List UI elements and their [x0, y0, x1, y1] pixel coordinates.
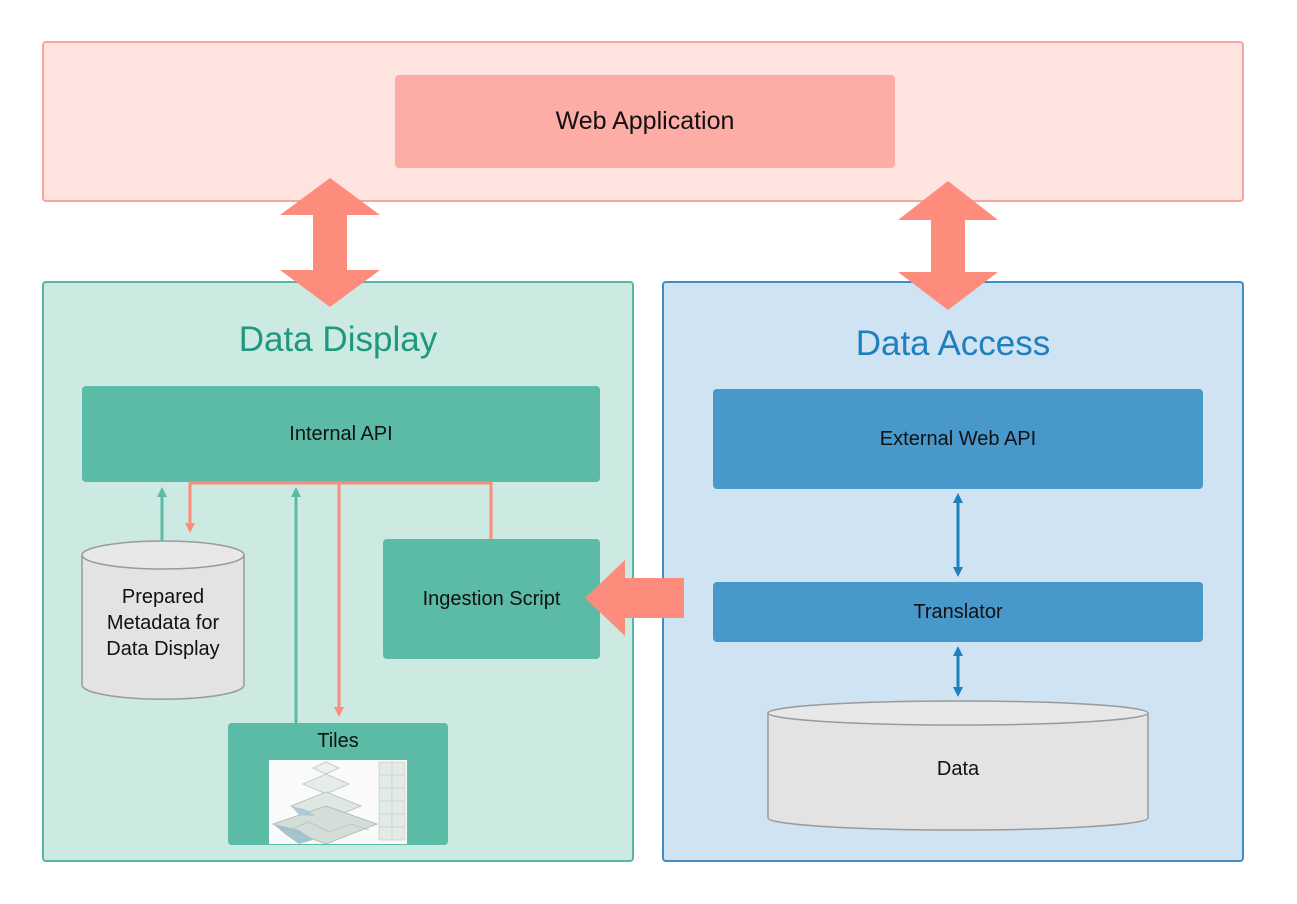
external-web-api-label: External Web API: [879, 427, 1037, 450]
web-application-label: Web Application: [555, 107, 735, 135]
metadata-cylinder: [81, 540, 245, 700]
internal-api-box: Internal API: [82, 386, 600, 482]
translator-label: Translator: [913, 600, 1003, 623]
ingestion-script-box: Ingestion Script: [383, 539, 600, 659]
web-to-access-arrow: [898, 181, 998, 310]
metadata-label-line: Data Display: [106, 638, 220, 660]
metadata-label-line: Metadata for: [106, 612, 220, 634]
data-cylinder: [767, 700, 1149, 831]
ingestion-script-label: Ingestion Script: [422, 587, 561, 610]
internal-api-label: Internal API: [289, 422, 393, 445]
metadata-store-label: Prepared Metadata for Data Display: [82, 584, 244, 662]
web-to-display-arrow: [280, 178, 380, 307]
access-to-ingestion-arrow: [585, 560, 684, 636]
web-application-box: Web Application: [395, 75, 895, 168]
translator-box: Translator: [713, 582, 1203, 642]
tiles-label: Tiles: [317, 730, 359, 752]
external-web-api-box: External Web API: [713, 389, 1203, 489]
map-tile-pyramid-image: [269, 760, 407, 844]
data-access-title: Data Access: [855, 324, 1051, 363]
data-display-title: Data Display: [238, 320, 438, 359]
metadata-label-line: Prepared: [121, 586, 205, 608]
data-store-label: Data: [936, 758, 980, 780]
